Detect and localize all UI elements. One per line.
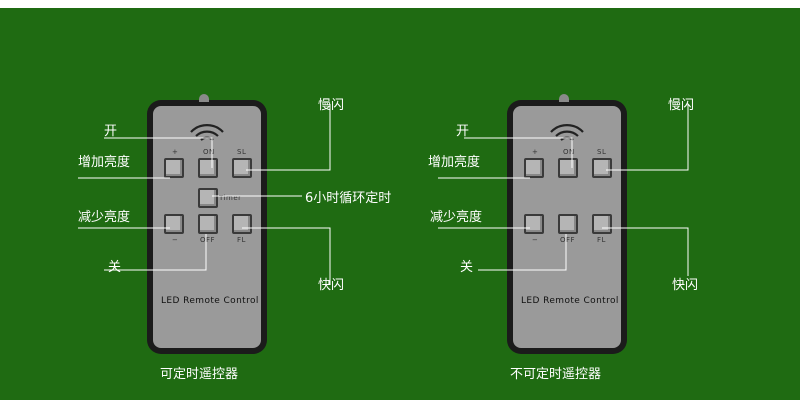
label-increase-brightness: 增加亮度 bbox=[78, 155, 131, 170]
slow-flash-button[interactable] bbox=[592, 158, 612, 178]
on-button[interactable] bbox=[198, 158, 218, 178]
button-plus-label: + bbox=[532, 148, 539, 156]
label-fast-flash: 快闪 bbox=[318, 278, 345, 293]
remote-face: + ON SL − OFF FL LED Remote Control bbox=[513, 106, 621, 348]
leader-lines bbox=[78, 104, 689, 284]
button-timer-label: Timer bbox=[219, 194, 242, 202]
slow-flash-button[interactable] bbox=[232, 158, 252, 178]
label-increase-brightness: 增加亮度 bbox=[428, 155, 481, 170]
product-diagram: + ON SL Timer − OFF FL LED Remote Contro… bbox=[0, 8, 800, 400]
off-button[interactable] bbox=[198, 214, 218, 234]
button-sl-label: SL bbox=[597, 148, 607, 156]
label-fast-flash: 快闪 bbox=[672, 278, 699, 293]
button-on-label: ON bbox=[563, 148, 575, 156]
label-timer: 6小时循环定时 bbox=[305, 191, 392, 206]
label-decrease-brightness: 减少亮度 bbox=[430, 210, 483, 225]
remote-timer: + ON SL Timer − OFF FL LED Remote Contro… bbox=[147, 94, 267, 354]
button-plus-label: + bbox=[172, 148, 179, 156]
timer-button[interactable] bbox=[198, 188, 218, 208]
increase-brightness-button[interactable] bbox=[524, 158, 544, 178]
remote-face: + ON SL Timer − OFF FL LED Remote Contro… bbox=[153, 106, 261, 348]
fast-flash-button[interactable] bbox=[232, 214, 252, 234]
off-button[interactable] bbox=[558, 214, 578, 234]
button-minus-label: − bbox=[172, 236, 179, 244]
remote-no-timer: + ON SL − OFF FL LED Remote Control bbox=[507, 94, 627, 354]
increase-brightness-button[interactable] bbox=[164, 158, 184, 178]
wireless-signal-icon bbox=[190, 124, 224, 141]
label-slow-flash: 慢闪 bbox=[318, 98, 345, 113]
label-open: 开 bbox=[104, 124, 118, 139]
button-on-label: ON bbox=[203, 148, 215, 156]
remote-brand-text: LED Remote Control bbox=[521, 296, 619, 306]
button-minus-label: − bbox=[532, 236, 539, 244]
button-fl-label: FL bbox=[237, 236, 246, 244]
button-off-label: OFF bbox=[200, 236, 216, 244]
label-decrease-brightness: 减少亮度 bbox=[78, 210, 131, 225]
caption-no-timer-remote: 不可定时遥控器 bbox=[510, 367, 602, 382]
button-off-label: OFF bbox=[560, 236, 576, 244]
remote-clip bbox=[199, 94, 209, 102]
wireless-signal-icon bbox=[550, 124, 584, 141]
fast-flash-button[interactable] bbox=[592, 214, 612, 234]
on-button[interactable] bbox=[558, 158, 578, 178]
button-fl-label: FL bbox=[597, 236, 606, 244]
label-close: 关 bbox=[460, 260, 474, 275]
remote-brand-text: LED Remote Control bbox=[161, 296, 259, 306]
caption-timer-remote: 可定时遥控器 bbox=[160, 367, 239, 382]
label-slow-flash: 慢闪 bbox=[668, 98, 695, 113]
label-open: 开 bbox=[456, 124, 470, 139]
decrease-brightness-button[interactable] bbox=[524, 214, 544, 234]
label-close: 关 bbox=[108, 260, 122, 275]
remote-clip bbox=[559, 94, 569, 102]
button-sl-label: SL bbox=[237, 148, 247, 156]
decrease-brightness-button[interactable] bbox=[164, 214, 184, 234]
